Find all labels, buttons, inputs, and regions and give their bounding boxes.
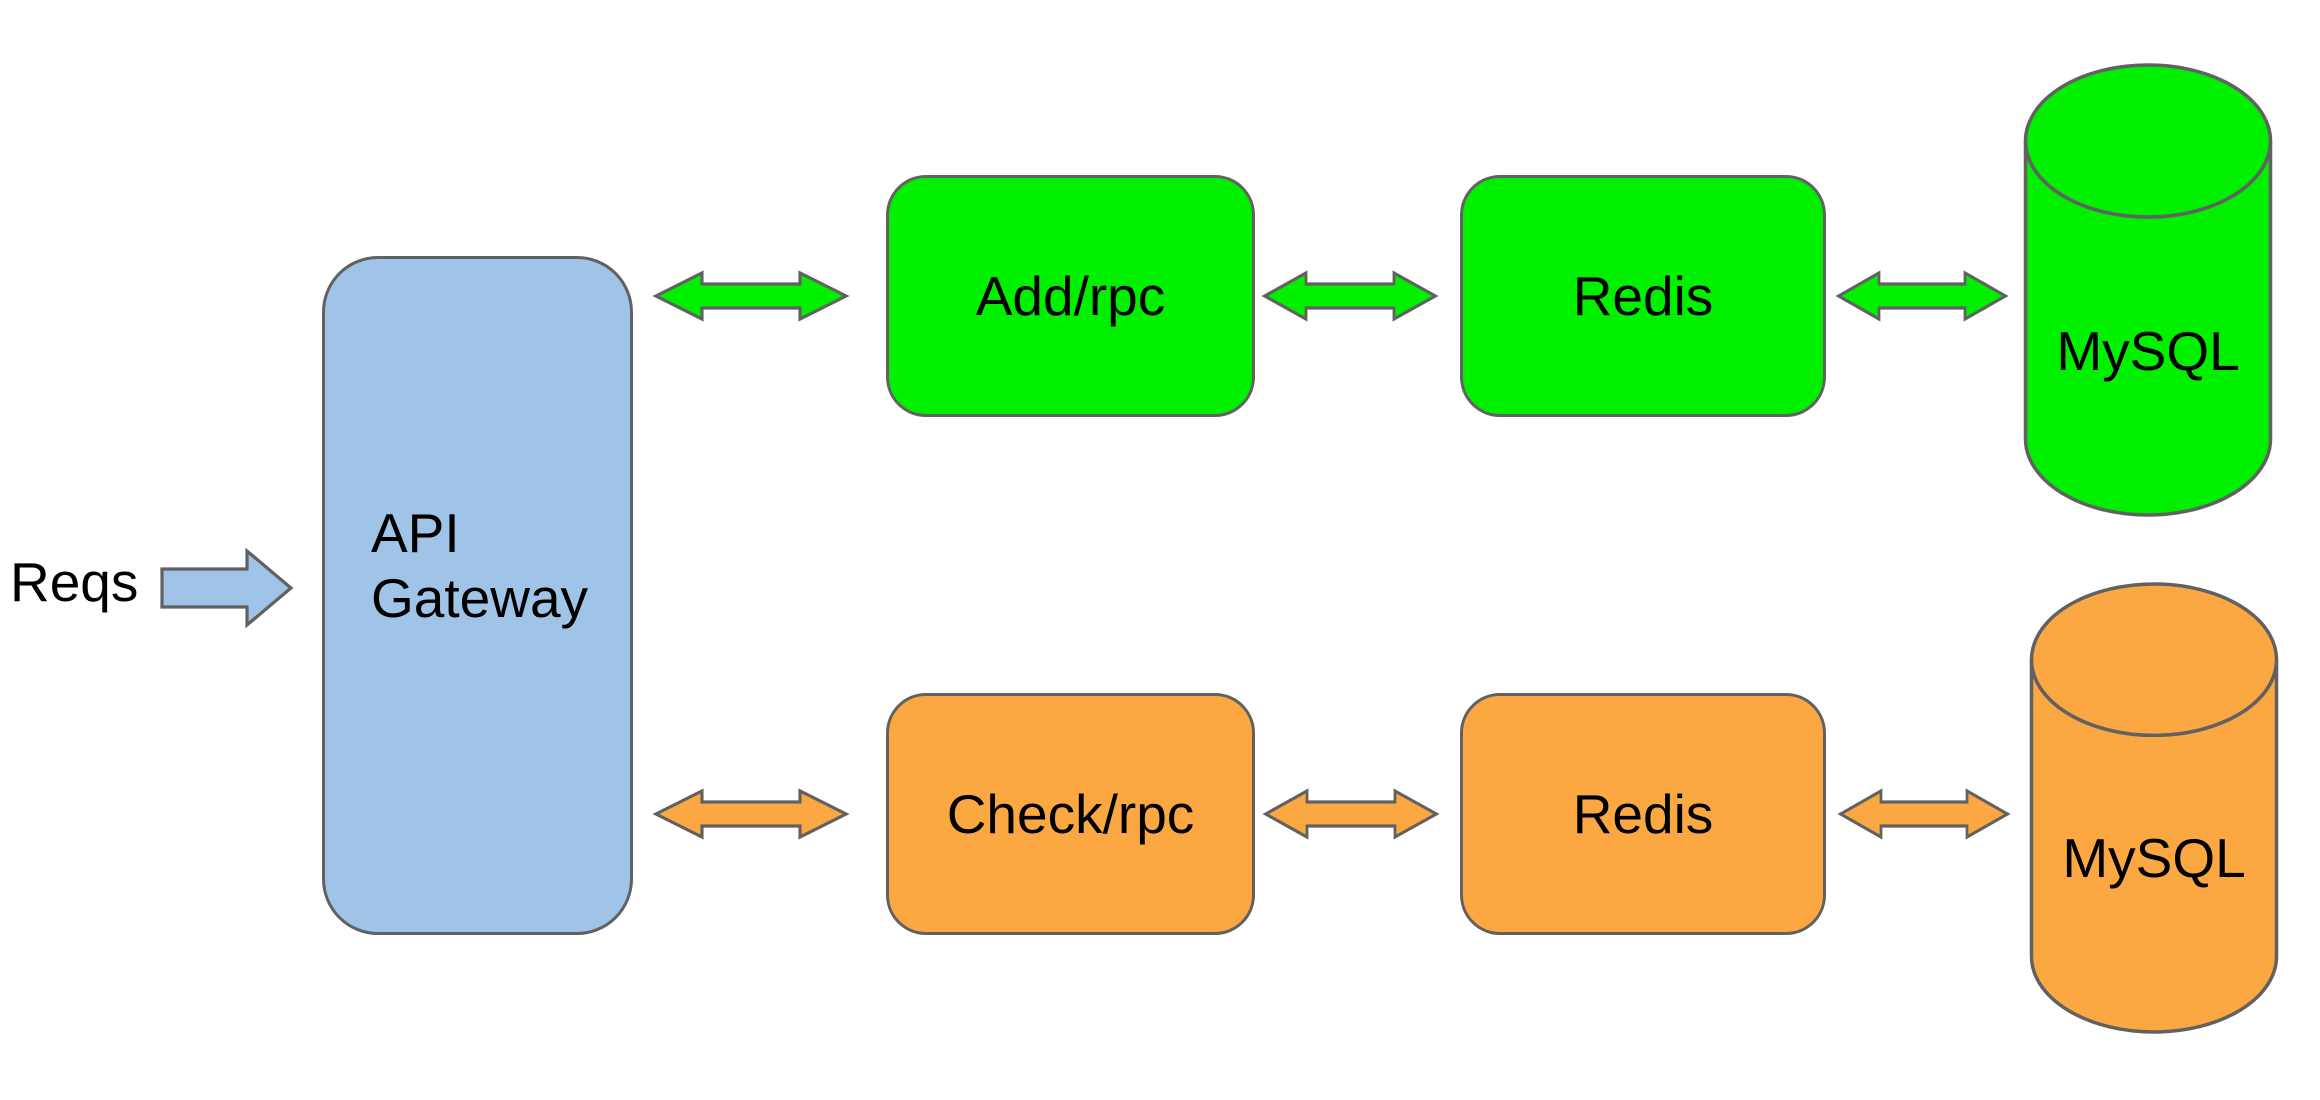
add-service-label: Add/rpc	[975, 264, 1166, 327]
add-redis-label: Redis	[1572, 264, 1714, 327]
arrow-redis-mysql-check-icon	[1837, 788, 2011, 840]
add-redis-node: Redis	[1460, 175, 1826, 417]
add-service-node: Add/rpc	[886, 175, 1255, 417]
check-service-node: Check/rpc	[886, 693, 1255, 935]
add-mysql-cylinder: MySQL	[2022, 61, 2274, 519]
requests-label: Reqs	[10, 551, 139, 613]
arrow-gateway-check-icon	[652, 788, 850, 840]
arrow-check-redis-icon	[1262, 788, 1440, 840]
requests-arrow-icon	[160, 547, 294, 629]
check-redis-label: Redis	[1572, 782, 1714, 845]
arrow-add-redis-icon	[1261, 270, 1439, 322]
check-mysql-label: MySQL	[2062, 827, 2246, 889]
check-mysql-cylinder: MySQL	[2028, 580, 2280, 1036]
check-service-label: Check/rpc	[946, 782, 1195, 845]
api-gateway-node: API Gateway	[322, 256, 633, 935]
add-mysql-label: MySQL	[2056, 320, 2240, 382]
arrow-redis-mysql-add-icon	[1835, 270, 2009, 322]
api-gateway-label: API Gateway	[371, 501, 589, 629]
check-redis-node: Redis	[1460, 693, 1826, 935]
arrow-gateway-add-icon	[652, 270, 850, 322]
